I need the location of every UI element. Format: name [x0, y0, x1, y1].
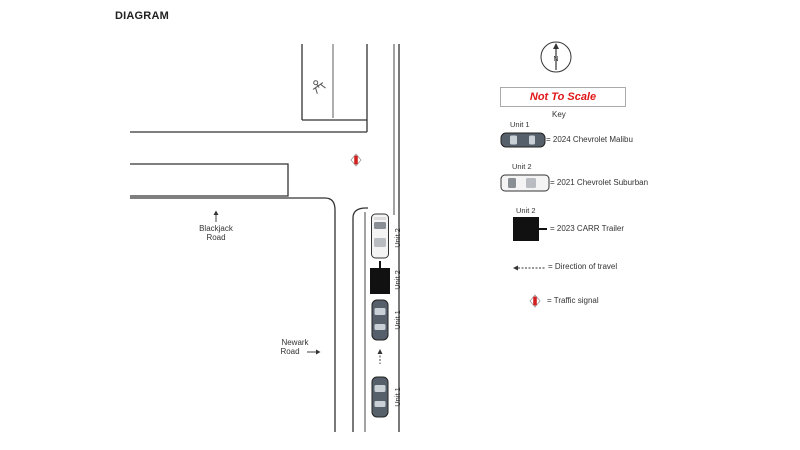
trailer-icon	[513, 217, 547, 241]
svg-text:N: N	[553, 56, 558, 63]
scene-label-unit1-upper: Unit 1	[393, 310, 402, 330]
scene-label-unit1-lower: Unit 1	[393, 387, 402, 407]
newark-road-line2: Road	[280, 347, 299, 356]
blackjack-road-median	[130, 163, 289, 197]
road-edges	[130, 44, 400, 432]
legend-text: = Traffic signal	[547, 296, 599, 305]
unit2-suburban-vehicle	[371, 213, 389, 259]
legend-text: = Direction of travel	[548, 262, 618, 271]
not-to-scale-note: Not To Scale	[500, 87, 626, 107]
legend-unit-label: Unit 1	[510, 120, 530, 129]
newark-road-line1: Newark	[281, 338, 309, 347]
direction-arrow-icon	[513, 265, 545, 271]
blackjack-road-line1: Blackjack	[199, 224, 234, 233]
unit2-trailer	[370, 261, 390, 294]
legend-unit-label: Unit 2	[516, 206, 536, 215]
legend-text: = 2021 Chevrolet Suburban	[550, 178, 649, 187]
north-arrow-icon: N	[540, 41, 572, 73]
legend-text: = 2024 Chevrolet Malibu	[546, 135, 633, 144]
legend-text: = 2023 CARR Trailer	[550, 224, 625, 233]
diagram-title: DIAGRAM	[115, 10, 169, 22]
suburban-icon	[500, 174, 550, 192]
blackjack-road-label: Blackjack Road	[199, 210, 234, 242]
blackjack-road-bottom-edge	[130, 197, 336, 432]
legend-unit-label: Unit 2	[512, 162, 532, 171]
traffic-signal-icon	[350, 153, 362, 167]
unit1-malibu-upper-vehicle	[371, 299, 389, 341]
scene-label-unit2-upper: Unit 2	[393, 228, 402, 248]
pedestrian-icon	[312, 80, 326, 94]
newark-road-label: Newark Road	[280, 338, 321, 356]
newark-road-west-lane	[352, 207, 368, 432]
blackjack-road-line2: Road	[206, 233, 225, 242]
key-title: Key	[552, 110, 566, 119]
unit1-malibu-lower-vehicle	[371, 376, 389, 418]
traffic-signal-icon	[529, 294, 541, 308]
scene-label-unit2-lower: Unit 2	[393, 270, 402, 290]
direction-arrow-icon	[377, 349, 383, 364]
malibu-icon	[500, 132, 546, 148]
